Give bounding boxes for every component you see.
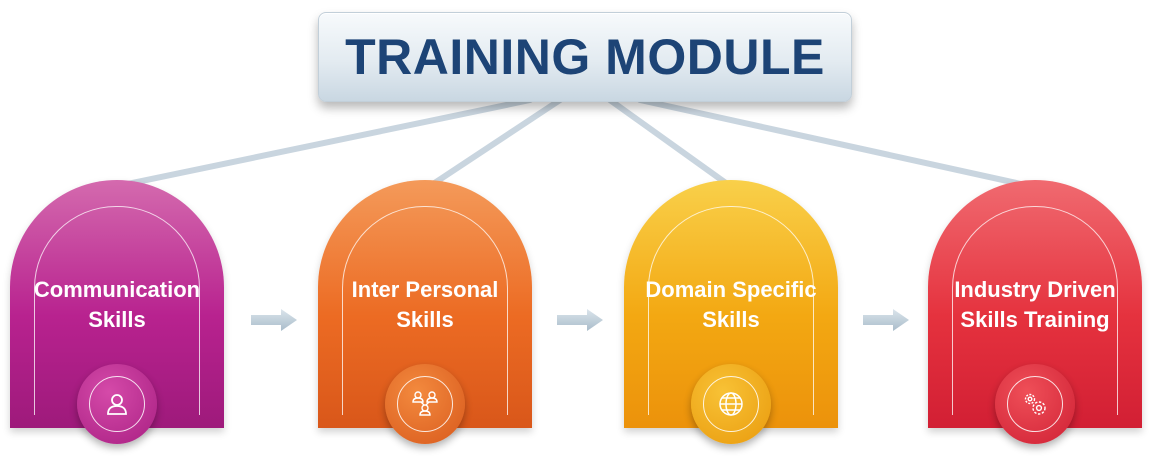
card-inner-outline [648,206,814,415]
card-label: Industry Driven Skills Training [954,277,1116,332]
connector-line-3 [607,97,733,189]
module-card-industry: Industry Driven Skills Training [928,180,1142,444]
card-inner-outline [952,206,1118,415]
card-inner-outline [342,206,508,415]
people-network-icon [412,391,438,416]
icon-badge [691,364,771,444]
arrow-right-icon [863,309,909,331]
card-label: Domain Specific Skills [645,277,817,332]
gears-icon [1024,393,1046,415]
connector-line-4 [637,97,1033,189]
card-label: Communication Skills [33,277,201,332]
icon-badge [385,364,465,444]
connector-line-1 [115,97,533,189]
icon-badge [77,364,157,444]
person-icon [107,394,127,415]
arrow-right-icon [251,309,297,331]
module-card-interpersonal: Inter Personal Skills [318,180,532,444]
arrow-right-icon [557,309,603,331]
card-inner-outline [34,206,200,415]
globe-icon [719,392,743,416]
module-card-communication: Communication Skills [10,180,224,444]
card-label: Inter Personal Skills [351,277,499,332]
module-card-domain: Domain Specific Skills [624,180,838,444]
title-box: TRAINING MODULE [318,12,852,102]
icon-badge [995,364,1075,444]
connector-line-2 [427,97,563,189]
page-title: TRAINING MODULE [345,29,825,85]
